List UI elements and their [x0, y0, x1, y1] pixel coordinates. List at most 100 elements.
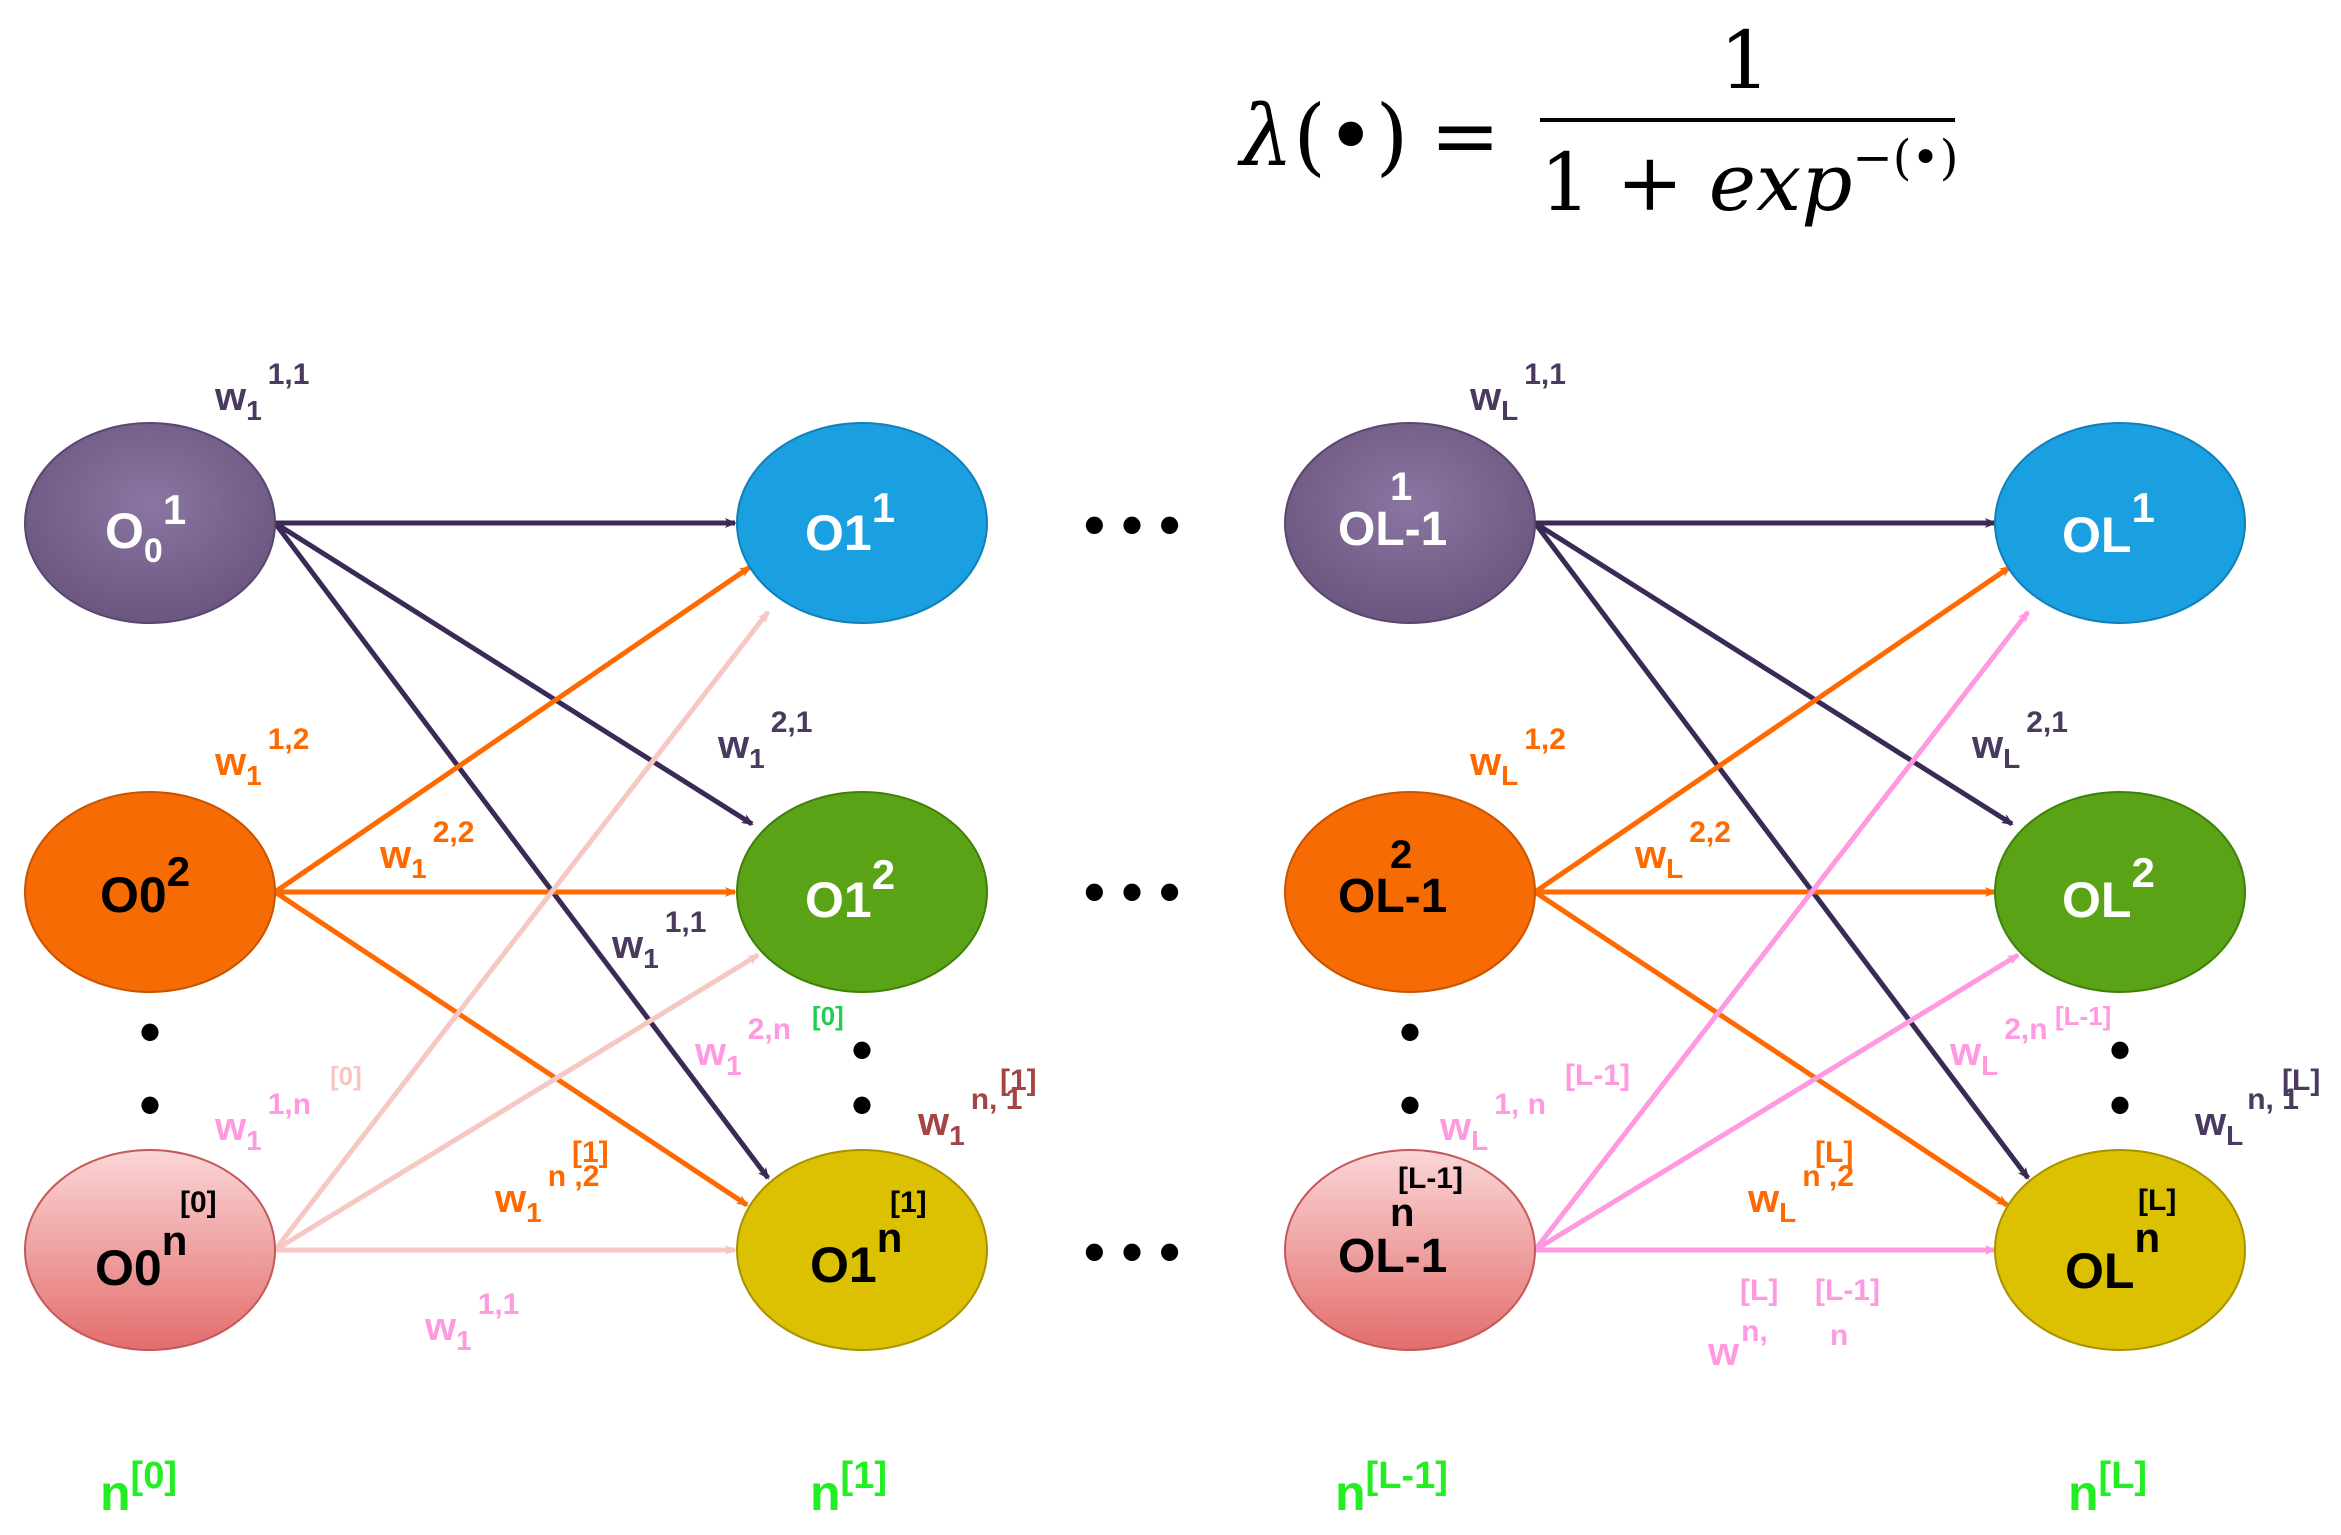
- ellipsis-row-2: • • •: [1084, 858, 1180, 925]
- weight-wL-2n: wL2,n: [1949, 1013, 2048, 1081]
- weight-w1-2n-sup2: [0]: [812, 1001, 844, 1031]
- node-label-o1-n-sup2: [1]: [890, 1186, 927, 1219]
- node-label-o0-2: O02: [100, 848, 190, 923]
- vdot-layerL1-a: •: [1399, 998, 1420, 1065]
- edge-oL1-2-oL-1: [1533, 564, 2012, 895]
- vdot-layer1-b: •: [851, 1071, 872, 1138]
- layer-label-L-1: n[L-1]: [1335, 1455, 1448, 1521]
- weight-wL-2n-sup2: [L-1]: [2055, 1001, 2111, 1031]
- node-o1-n: [736, 1149, 988, 1351]
- node-oL1-n: [1284, 1149, 1536, 1351]
- node-label-o1-2: O12: [805, 851, 895, 928]
- vdot-layerL1-b: •: [1399, 1071, 1420, 1138]
- node-label-oL1-1: OL-1: [1338, 503, 1447, 556]
- edge-o0-n-o1-1: [273, 610, 770, 1252]
- vdot-layer0-a: •: [139, 998, 160, 1065]
- edges: [273, 518, 2030, 1255]
- weight-wL-n2: wLn ,2: [1747, 1160, 1854, 1228]
- vdot-layerL-b: •: [2109, 1071, 2130, 1138]
- node-labels: O01 O02 [0] O0n O11 O12 [1] O1n 1 OL-1 2…: [95, 465, 2176, 1299]
- formula-equals: =: [1430, 87, 1500, 185]
- node-label-oL-2: OL2: [2062, 849, 2155, 928]
- weight-w1-1n: w11,n: [214, 1088, 311, 1156]
- weight-w1-21: w12,1: [717, 706, 812, 774]
- weight-wL-1n: wL1, n: [1439, 1088, 1546, 1156]
- node-o0-n: [24, 1149, 276, 1351]
- node-o0-2: [24, 791, 276, 993]
- node-label-o1-n: O1n: [810, 1214, 902, 1293]
- node-label-oL-1: OL1: [2062, 484, 2155, 563]
- node-label-oL1-1-sup: 1: [1390, 465, 1412, 509]
- node-o1-1: [736, 422, 988, 624]
- edge-oL1-n-oL-1: [1533, 610, 2030, 1252]
- weight-labels: w11,1 w11,2 w12,1 w12,2 w11,1 [0] w12,n …: [214, 358, 2320, 1374]
- weight-w1-n1: w1n, 1: [917, 1083, 1022, 1151]
- weight-w1-11-bottom: w11,1: [424, 1288, 519, 1356]
- node-o0-1: [24, 422, 276, 624]
- node-label-oL-n: OLn: [2065, 1214, 2160, 1299]
- edge-oL1-2-oL-n: [1533, 889, 2009, 1208]
- weight-wL-12: wL1,2: [1469, 723, 1566, 791]
- weight-wL-nn: wn,: [1707, 1315, 1768, 1374]
- nodes: [24, 422, 2246, 1351]
- node-label-o1-1: O11: [805, 484, 895, 561]
- layer-label-1: n[1]: [810, 1455, 887, 1521]
- layer-label-L: n[L]: [2068, 1455, 2147, 1521]
- edge-o0-1-o1-2: [273, 520, 754, 827]
- node-oL1-1: [1284, 422, 1536, 624]
- weight-w1-n1-sup2: [1]: [1000, 1064, 1037, 1097]
- sigmoid-formula: λ(•) = 1 1 + exp−(•): [1237, 14, 1958, 229]
- node-label-oL1-n-sup2: [L-1]: [1398, 1162, 1463, 1195]
- weight-w1-12: w11,2: [214, 723, 309, 791]
- formula-lhs: λ(•): [1237, 87, 1408, 185]
- formula-numerator: 1: [1720, 14, 1771, 107]
- node-oL-1: [1994, 422, 2246, 624]
- weight-wL-nn-sup3: [L-1]: [1815, 1274, 1880, 1307]
- ellipses: • • • • • • • • • • • • • • • • •: [139, 491, 2130, 1285]
- node-label-o0-n-sup2: [0]: [180, 1186, 217, 1219]
- weight-wL-nn-sub3: n: [1830, 1319, 1848, 1352]
- ellipsis-row-n: • • •: [1084, 1218, 1180, 1285]
- vdot-layer0-b: •: [139, 1071, 160, 1138]
- weight-w1-n2: w1n ,2: [494, 1160, 599, 1228]
- weight-wL-n1: wLn, 1: [2194, 1083, 2299, 1151]
- node-label-oL1-n: OL-1: [1338, 1230, 1447, 1283]
- weight-w1-11-mid: w11,1: [611, 906, 706, 974]
- node-oL-n: [1994, 1149, 2246, 1351]
- node-oL1-2: [1284, 791, 1536, 993]
- node-label-o0-n: O0n: [95, 1217, 187, 1296]
- edge-o0-1-o1-n: [273, 521, 770, 1180]
- weight-wL-n1-sup2: [L]: [2282, 1064, 2320, 1097]
- weight-w1-1n-sup2: [0]: [330, 1061, 362, 1091]
- vdot-layerL-a: •: [2109, 1016, 2130, 1083]
- node-label-oL-n-sup2: [L]: [2138, 1184, 2176, 1217]
- layer-label-0: n[0]: [100, 1455, 177, 1521]
- weight-wL-11: wL1,1: [1469, 358, 1566, 426]
- weight-wL-22: wL2,2: [1634, 816, 1731, 884]
- weight-w1-11-top: w11,1: [214, 358, 309, 426]
- weight-wL-n2-sup2: [L]: [1815, 1136, 1853, 1169]
- weight-wL-21: wL2,1: [1971, 706, 2068, 774]
- weight-w1-2n: w12,n: [694, 1013, 791, 1081]
- weight-w1-22: w12,2: [379, 816, 474, 884]
- node-label-oL1-n-sup: n: [1390, 1191, 1414, 1235]
- edge-oL1-1-oL-2: [1533, 520, 2014, 827]
- node-label-o0-1: O01: [105, 486, 186, 570]
- edge-o0-2-o1-n: [273, 889, 749, 1208]
- node-oL-2: [1994, 791, 2246, 993]
- weight-w1-n2-sup2: [1]: [572, 1136, 609, 1169]
- edge-oL1-1-oL-n: [1533, 521, 2030, 1180]
- weight-wL-1n-sup2: [L-1]: [1565, 1059, 1630, 1092]
- edge-oL1-n-oL-2: [1533, 952, 2020, 1253]
- weight-wL-nn-sup2: [L]: [1740, 1274, 1778, 1307]
- node-label-oL1-2: OL-1: [1338, 870, 1447, 923]
- formula-denominator: 1 + exp−(•): [1540, 130, 1958, 229]
- vdot-layer1-a: •: [851, 1016, 872, 1083]
- edge-o0-2-o1-1: [273, 564, 752, 895]
- node-o1-2: [736, 791, 988, 993]
- node-label-oL1-2-sup: 2: [1390, 833, 1412, 877]
- layer-labels: n[0] n[1] n[L-1] n[L]: [100, 1455, 2147, 1521]
- edge-o0-n-o1-2: [273, 952, 760, 1253]
- ellipsis-row-1: • • •: [1084, 491, 1180, 558]
